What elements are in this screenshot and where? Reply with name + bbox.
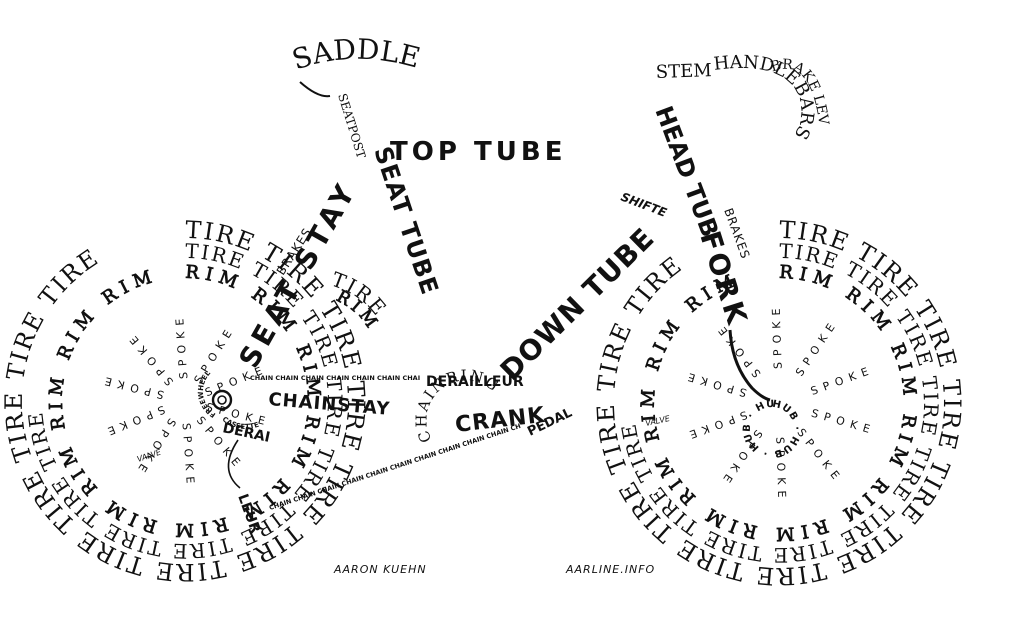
front-spoke: SPOKE	[810, 407, 877, 438]
front-spoke: SPOKE	[682, 408, 749, 443]
rear-spoke: SPOKE	[124, 329, 177, 388]
front-derailleur-label: DERAILLEUR	[426, 374, 524, 390]
front-spoke: SPOKE	[809, 363, 876, 398]
author-credit: AARON KUEHN	[333, 563, 427, 576]
front-spoke: SPOKE	[717, 427, 765, 489]
rear-spoke: SPOKE	[98, 373, 166, 402]
cassette-cog-inner	[217, 395, 227, 405]
front-spoke: SPOKE	[712, 320, 763, 380]
cassette-cog	[211, 389, 233, 411]
saddle-tail	[299, 81, 331, 98]
front-spoke: SPOKE	[793, 316, 841, 378]
front-spoke: SPOKE	[769, 302, 784, 369]
top-tube-label: TOP TUBE	[390, 137, 566, 167]
stem-label: STEM	[655, 60, 712, 83]
saddle-label: SADDLE	[288, 33, 423, 77]
seatpost-label: SEATPOST	[335, 92, 368, 160]
site-credit: AARLINE.INFO	[565, 563, 655, 576]
rear-spoke: SPOKE	[173, 312, 191, 379]
front-spoke: SPOKE	[773, 437, 788, 504]
fork-line	[728, 329, 771, 402]
rear-spoke: SPOKE	[180, 423, 198, 490]
derailleur-cage	[227, 439, 241, 489]
front-spoke: SPOKE	[681, 369, 748, 400]
front-spoke: SPOKE	[794, 426, 845, 486]
front-wheel: TIRE TIRE TIRE TIRE TIRE TIRE TIRE TIRE …	[0, 0, 964, 590]
